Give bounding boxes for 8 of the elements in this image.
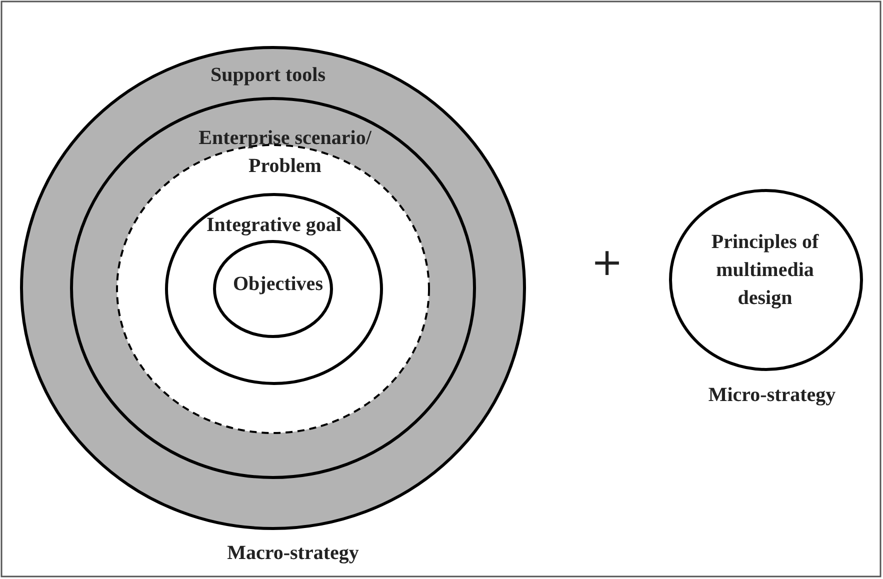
ring-label: Integrative goal: [206, 213, 342, 238]
strategy-caption: Micro-strategy: [707, 383, 837, 408]
plus-sign: +: [591, 242, 623, 282]
ring-label: Enterprise scenario/ Problem: [198, 126, 372, 179]
strategy-caption: Macro-strategy: [226, 541, 360, 566]
circle-label: Principles of multimedia design: [710, 230, 820, 311]
ring-label: Support tools: [209, 63, 327, 88]
ring-label: Objectives: [232, 272, 324, 297]
